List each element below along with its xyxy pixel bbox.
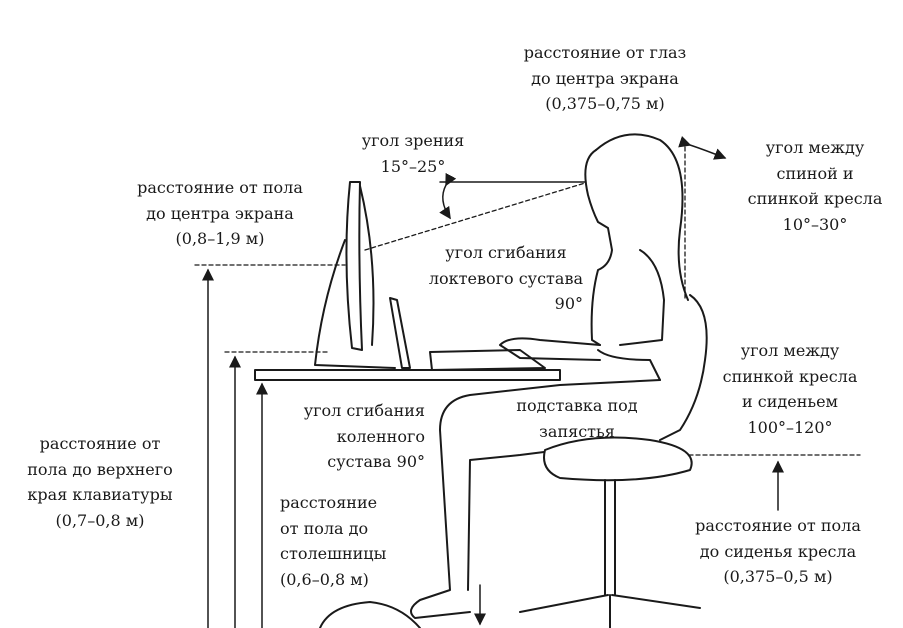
- seat-height-label: расстояние от пола до сиденья кресла (0,…: [695, 513, 861, 590]
- label-line: 15°–25°: [380, 156, 446, 176]
- eye-to-screen-distance-label: расстояние от глаз до центра экрана (0,3…: [524, 40, 687, 117]
- elbow-angle-label: угол сгибания локтевого сустава 90°: [429, 240, 583, 317]
- label-line: от пола до: [280, 518, 369, 538]
- label-line: расстояние от: [39, 434, 161, 453]
- view-angle-label: угол зрения 15°–25°: [362, 128, 465, 179]
- label-line: (0,6–0,8 м): [280, 569, 369, 589]
- label-line: угол между: [740, 341, 840, 360]
- label-line: (0,7–0,8 м): [55, 510, 145, 530]
- label-line: запястья: [539, 421, 615, 441]
- wrist-rest-label: подставка под запястья: [516, 393, 637, 444]
- label-line: локтевого сустава: [428, 268, 583, 288]
- chair: [319, 294, 708, 628]
- label-line: расстояние от пола: [137, 178, 303, 197]
- monitor: [314, 181, 396, 369]
- label-line: угол между: [765, 138, 865, 157]
- view-angle-arc: [439, 172, 457, 220]
- label-line: 90°: [554, 294, 583, 313]
- back-angle-label: угол между спиной и спинкой кресла 10°–3…: [748, 135, 883, 237]
- label-line: (0,375–0,5 м): [723, 567, 833, 586]
- label-line: до центра экрана: [146, 203, 294, 223]
- back-angle-arc: [678, 135, 727, 160]
- label-line: расстояние: [280, 493, 378, 512]
- label-line: до сиденья кресла: [699, 541, 857, 561]
- label-line: спинкой кресла: [722, 366, 858, 386]
- screen-height-label: расстояние от пола до центра экрана (0,8…: [137, 175, 303, 252]
- label-line: угол зрения: [361, 131, 465, 150]
- line-of-sight: [364, 182, 586, 251]
- keyboard-height-label: расстояние от пола до верхнего края клав…: [27, 431, 173, 533]
- desk-height-label: расстояние от пола до столешницы (0,6–0,…: [280, 490, 386, 592]
- knee-angle-label: угол сгибания коленного сустава 90°: [304, 398, 425, 475]
- dimension-arrows: [202, 268, 784, 628]
- laptop: [389, 297, 411, 369]
- desk: [254, 369, 561, 381]
- label-line: (0,375–0,75 м): [545, 94, 665, 113]
- label-line: спиной и: [776, 163, 854, 183]
- label-line: края клавиатуры: [27, 485, 173, 504]
- label-line: (0,8–1,9 м): [175, 229, 265, 248]
- label-line: и сиденьем: [742, 392, 838, 411]
- label-line: 10°–30°: [782, 214, 848, 234]
- seat-back-angle-label: угол между спинкой кресла и сиденьем 100…: [723, 338, 858, 440]
- label-line: пола до верхнего: [27, 459, 173, 479]
- label-line: сустава 90°: [327, 452, 425, 471]
- keyboard: [429, 349, 546, 371]
- label-line: расстояние от пола: [695, 516, 861, 535]
- label-line: расстояние от глаз: [523, 43, 687, 62]
- label-line: до центра экрана: [531, 68, 679, 88]
- label-line: 100°–120°: [747, 417, 833, 437]
- label-line: коленного: [336, 426, 425, 446]
- label-line: угол сгибания: [445, 243, 567, 262]
- label-line: спинкой кресла: [747, 189, 883, 208]
- label-line: подставка под: [516, 396, 638, 415]
- label-line: угол сгибания: [303, 401, 425, 420]
- label-line: столешницы: [280, 544, 387, 563]
